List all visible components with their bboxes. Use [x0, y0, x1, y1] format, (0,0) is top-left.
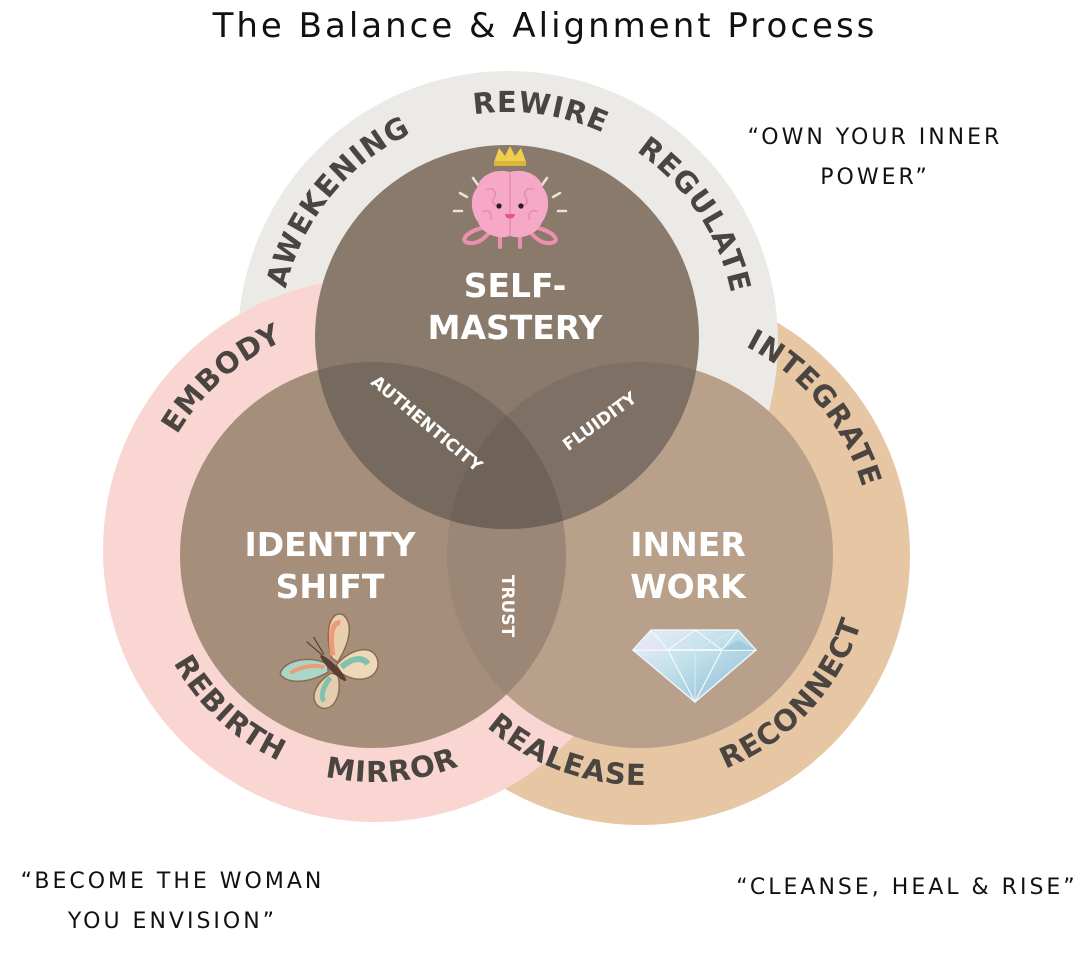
title-identity-shift-line1: IDENTITY	[244, 525, 416, 564]
butterfly-icon	[279, 613, 379, 709]
title-inner-work-line1: INNER	[630, 525, 745, 564]
diamond-icon	[631, 629, 758, 704]
title-self-mastery-line1: SELF-	[464, 266, 567, 305]
lens-label-trust: TRUST	[497, 575, 517, 638]
title-inner-work-line2: WORK	[630, 567, 747, 606]
title-identity-shift-line2: SHIFT	[276, 567, 385, 606]
quote-cleanse-heal-rise: “CLEANSE, HEAL & RISE”	[736, 875, 1078, 900]
title-self-mastery-line2: MASTERY	[428, 308, 604, 347]
lens-fluidity	[447, 362, 699, 529]
lens-authenticity	[315, 362, 566, 529]
diagram-title: The Balance & Alignment Process	[212, 6, 878, 46]
crowned-brain-icon	[452, 146, 568, 249]
